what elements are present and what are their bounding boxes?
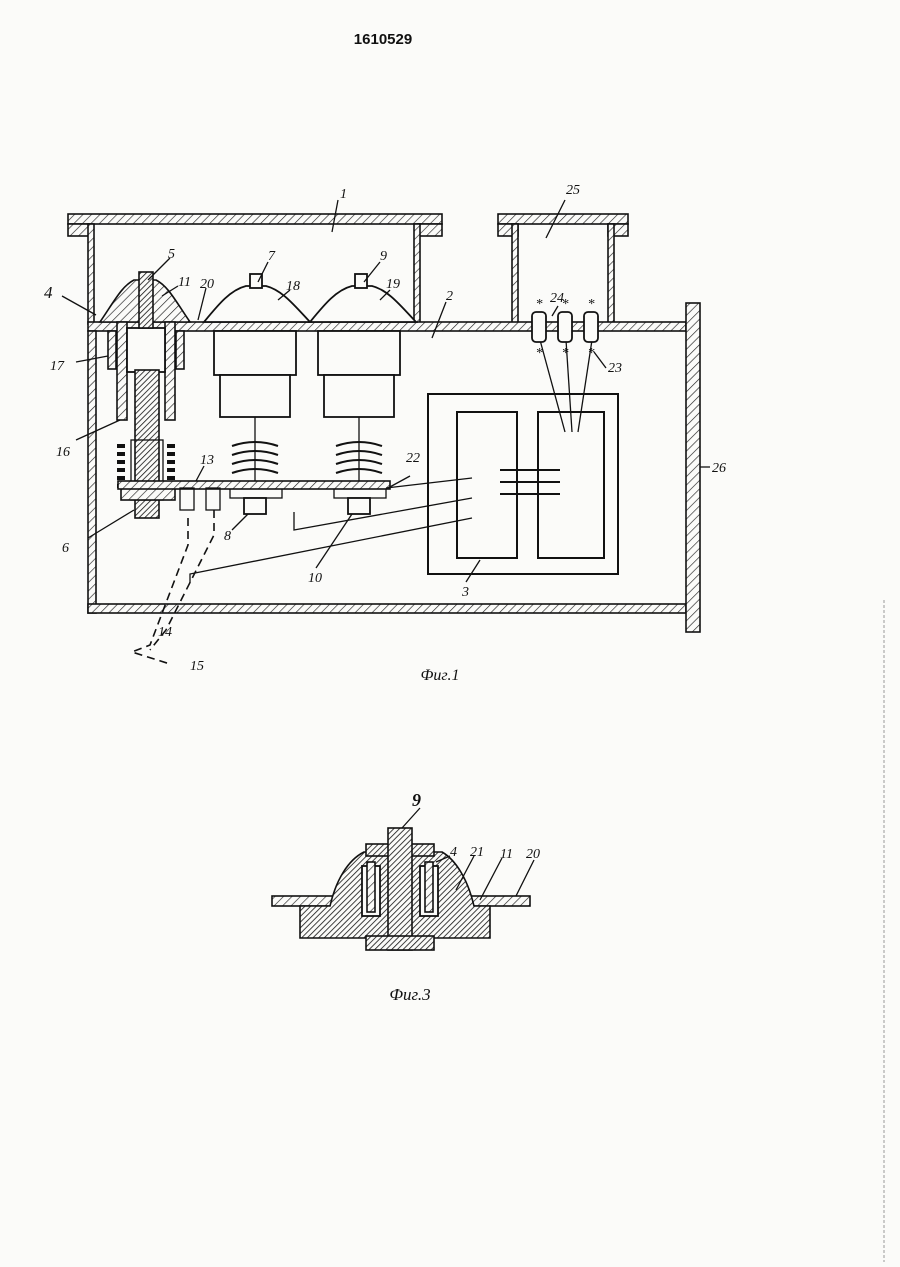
label-9: 9 <box>380 249 387 264</box>
fuses-24: * * * * * * <box>532 297 598 361</box>
transformer-3 <box>428 394 618 574</box>
insulator-19 <box>310 274 416 514</box>
label-6: 6 <box>62 541 69 556</box>
svg-text:*: * <box>536 297 543 312</box>
label-8: 8 <box>224 529 231 544</box>
fig3-label-21: 21 <box>470 845 484 860</box>
svg-text:*: * <box>588 297 595 312</box>
label-13: 13 <box>200 453 214 468</box>
fig3-label-20: 20 <box>526 847 540 862</box>
label-4: 4 <box>44 283 53 302</box>
label-24: 24 <box>550 291 564 306</box>
label-7: 7 <box>268 249 276 264</box>
document-number: 1610529 <box>354 31 412 48</box>
label-1: 1 <box>340 187 347 202</box>
flange-26 <box>686 303 700 632</box>
label-25: 25 <box>566 183 580 198</box>
svg-text:*: * <box>536 346 543 361</box>
label-26: 26 <box>712 461 726 476</box>
label-16: 16 <box>56 445 70 460</box>
label-22: 22 <box>406 451 420 466</box>
label-11: 11 <box>178 275 191 290</box>
figure-1: * * * * * * <box>44 183 726 684</box>
svg-text:*: * <box>588 346 595 361</box>
label-2: 2 <box>446 289 453 304</box>
label-5: 5 <box>168 247 175 262</box>
label-17: 17 <box>50 359 65 374</box>
fig3-label-4: 4 <box>450 845 457 860</box>
fig3-label-11: 11 <box>500 847 513 862</box>
bus-plate-13 <box>118 481 390 489</box>
insulator-18 <box>204 274 310 514</box>
fig3-label-9: 9 <box>412 790 421 810</box>
figure-3: 9 4 21 11 20 Фиг.3 <box>272 790 540 1004</box>
label-23: 23 <box>608 361 622 376</box>
label-19: 19 <box>386 277 400 292</box>
label-10: 10 <box>308 571 322 586</box>
svg-text:*: * <box>562 346 569 361</box>
figure-1-caption: Фиг.1 <box>421 667 460 684</box>
label-18: 18 <box>286 279 300 294</box>
label-15: 15 <box>190 659 204 674</box>
label-20: 20 <box>200 277 214 292</box>
figure-3-caption: Фиг.3 <box>389 985 430 1004</box>
label-14: 14 <box>158 625 172 640</box>
label-3: 3 <box>461 585 469 600</box>
conductors-22 <box>190 478 472 583</box>
